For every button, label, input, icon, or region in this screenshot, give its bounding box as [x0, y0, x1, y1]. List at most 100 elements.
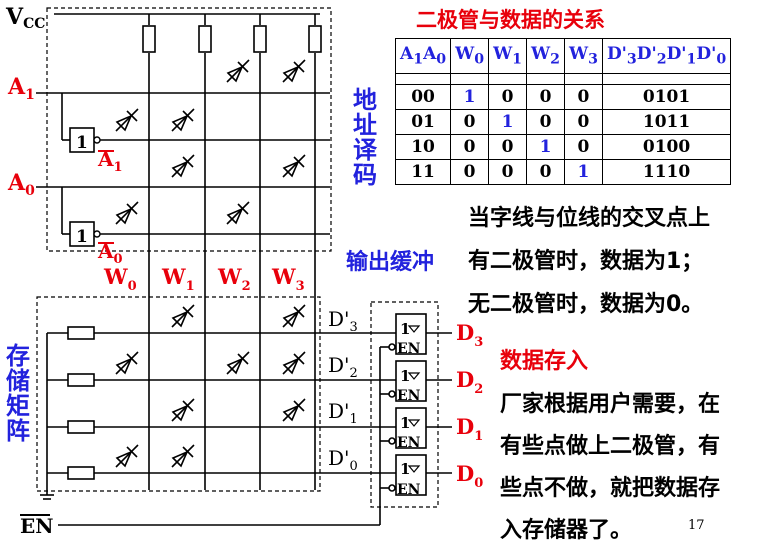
table-cell: 11 [394, 159, 452, 185]
table-cell: 0100 [601, 134, 732, 160]
table-header-cell: W1 [488, 38, 528, 74]
table-cell: 1 [450, 84, 490, 110]
svg-text:EN: EN [397, 341, 421, 357]
vcc-label: VCC [5, 4, 45, 32]
word-line-w2-label: W2 [217, 264, 251, 294]
table-cell: 0 [563, 109, 603, 135]
output-buffers [58, 313, 452, 526]
table-cell: 0 [526, 84, 565, 110]
table-row: 00 1 0 0 0 0101 [394, 84, 732, 110]
svg-text:1: 1 [400, 460, 410, 478]
input-a0-label: A0 [7, 170, 35, 199]
table-header-cell: W0 [450, 38, 490, 74]
input-a1-label: A1 [7, 74, 35, 103]
svg-text:EN: EN [397, 388, 421, 404]
not-gate-a1: 1 [69, 127, 101, 153]
truth-table: A1A0 W0 W1 W2 W3 D'3D'2D'1D'0 00 1 0 0 0… [394, 38, 732, 185]
table-cell: 1011 [601, 109, 732, 135]
storage-line-2: 有些点做上二极管，有 [500, 434, 721, 459]
load-resistor [67, 466, 95, 480]
table-header-cell: W2 [526, 38, 565, 74]
not-gate-a0: 1 [69, 221, 101, 247]
table-cell: 0101 [601, 84, 732, 110]
table-cell: 1 [488, 109, 528, 135]
table-cell: 0 [488, 134, 528, 160]
table-header-cell: W3 [563, 38, 603, 74]
rule-line-1: 当字线与位线的交叉点上 [468, 206, 711, 231]
load-resistor [67, 420, 95, 434]
table-cell: 1110 [601, 159, 732, 185]
table-cell: 1 [526, 134, 565, 160]
svg-text:1: 1 [76, 133, 88, 153]
pullup-resistor [253, 25, 267, 53]
address-decoder-box [46, 7, 332, 252]
bit-lines [40, 332, 396, 500]
svg-text:1: 1 [400, 320, 410, 338]
svg-text:EN: EN [397, 435, 421, 451]
storage-line-1: 厂家根据用户需要，在 [500, 392, 721, 417]
bit-line-d2-label: D'2 [328, 353, 358, 381]
storage-matrix-box [36, 296, 321, 492]
table-row: 10 0 0 1 0 0100 [394, 134, 732, 160]
page-title: 二极管与数据的关系 [416, 8, 605, 32]
table-cell: 00 [394, 84, 452, 110]
en-bar-label: EN [20, 514, 54, 538]
word-line-w0-label: W0 [103, 264, 137, 294]
bit-line-d3-label: D'3 [328, 307, 358, 335]
storage-line-4: 入存储器了。 [500, 518, 633, 543]
a1-bar-label: A1 [97, 147, 123, 175]
table-cell: 0 [563, 84, 603, 110]
table-cell: 0 [526, 159, 565, 185]
output-d0-label: D0 [456, 461, 483, 491]
svg-text:A1: A1 [97, 147, 123, 175]
address-decoder-label: 地址译码 [353, 86, 377, 189]
word-line-w3-label: W3 [271, 264, 305, 294]
table-cell: 0 [526, 109, 565, 135]
table-cell: 0 [450, 159, 490, 185]
table-row: 11 0 0 0 1 1110 [394, 159, 732, 185]
bit-line-d0-label: D'0 [328, 446, 358, 474]
storage-matrix-label: 存储矩阵 [6, 342, 30, 445]
svg-text:1: 1 [76, 227, 88, 247]
word-line-w1-label: W1 [161, 264, 195, 294]
table-row: 01 0 1 0 0 1011 [394, 109, 732, 135]
output-buffer-box [370, 301, 439, 508]
bit-line-d1-label: D'1 [328, 399, 358, 427]
rule-line-3: 无二极管时，数据为0。 [468, 292, 704, 317]
svg-text:EN: EN [20, 514, 54, 538]
svg-text:A0: A0 [97, 239, 123, 267]
table-header-cell: D'3D'2D'1D'0 [601, 38, 732, 74]
output-d2-label: D2 [456, 367, 483, 397]
pullup-resistor [308, 25, 322, 53]
table-cell: 0 [488, 84, 528, 110]
pullup-resistor [142, 25, 156, 53]
table-cell: 1 [563, 159, 603, 185]
storage-line-3: 些点不做，就把数据存 [500, 476, 721, 501]
table-cell: 10 [394, 134, 452, 160]
storage-diodes [115, 304, 306, 468]
a0-bar-label: A0 [97, 239, 123, 267]
table-header-row: A1A0 W0 W1 W2 W3 D'3D'2D'1D'0 [394, 38, 732, 74]
output-d3-label: D3 [456, 320, 483, 350]
storage-heading: 数据存入 [500, 349, 589, 374]
decoder-address-lines [36, 92, 330, 235]
output-d1-label: D1 [456, 414, 483, 444]
decoder-diodes [115, 59, 306, 225]
svg-text:EN: EN [397, 482, 421, 498]
pullup-resistor [198, 25, 212, 53]
table-cell: 01 [394, 109, 452, 135]
vcc-rail [54, 13, 320, 60]
table-cell: 0 [450, 109, 490, 135]
load-resistor [67, 373, 95, 387]
table-header-cell: A1A0 [394, 38, 452, 74]
buffer-texts: 1 EN 1 EN 1 EN 1 EN [397, 320, 421, 498]
table-cell: 0 [488, 159, 528, 185]
load-resistor [67, 326, 95, 340]
page-number: 17 [688, 518, 705, 533]
rule-line-2: 有二极管时，数据为1； [468, 249, 704, 274]
table-cell: 0 [563, 134, 603, 160]
output-buffer-label: 输出缓冲 [346, 250, 435, 275]
svg-text:1: 1 [400, 367, 410, 385]
word-lines [148, 60, 316, 490]
